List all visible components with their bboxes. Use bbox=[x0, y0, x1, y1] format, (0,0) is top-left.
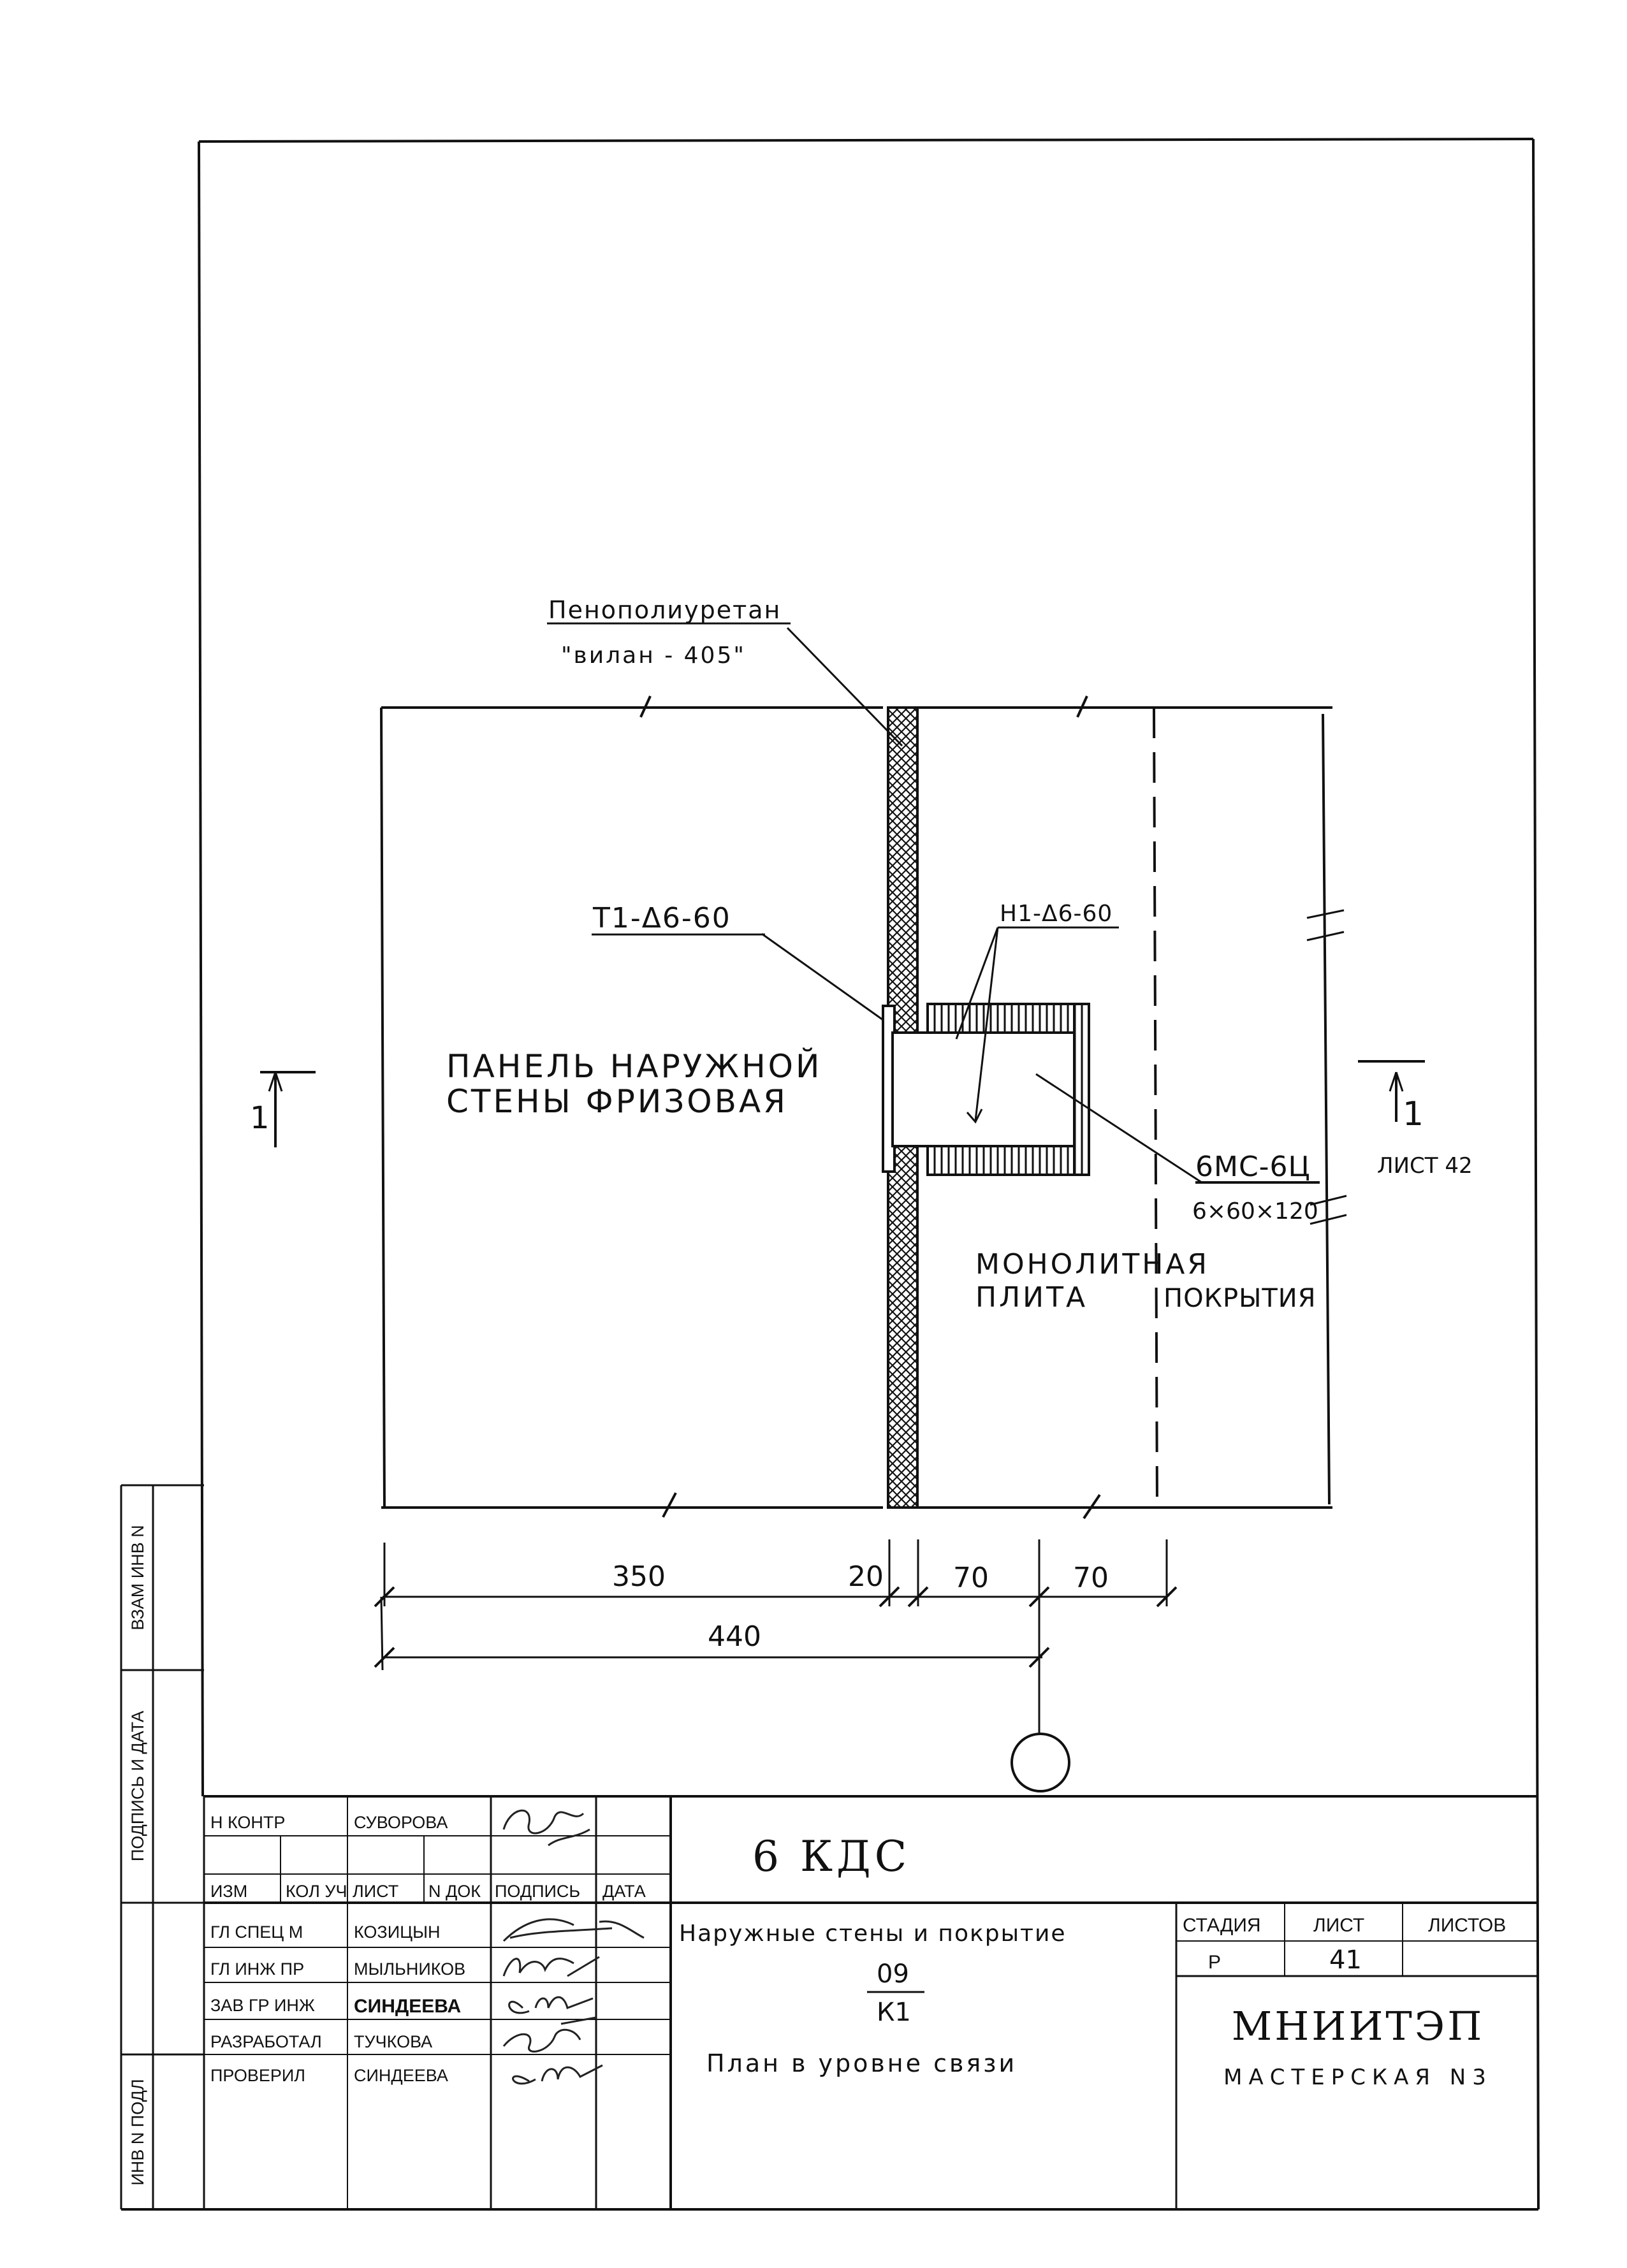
tb-r3-role: ЗАВ ГР ИНЖ bbox=[210, 1996, 315, 2015]
tb-project-code: 6 КДС bbox=[752, 1832, 910, 1881]
dim-20: 20 bbox=[848, 1560, 884, 1593]
tb-h-list: ЛИСТ bbox=[353, 1882, 398, 1901]
tb-stage-value: Р bbox=[1208, 1952, 1221, 1973]
dim-70-a: 70 bbox=[953, 1562, 989, 1594]
tb-workshop: МАСТЕРСКАЯ N3 bbox=[1223, 2065, 1492, 2090]
bracket-size-label: 6×60×120 bbox=[1192, 1198, 1318, 1225]
tb-sheet-title: План в уровне связи bbox=[706, 2049, 1017, 2077]
tb-h-stage: СТАДИЯ bbox=[1183, 1915, 1261, 1936]
signature-r3 bbox=[508, 1996, 594, 2014]
tb-code-top: 09 bbox=[877, 1959, 909, 1989]
tb-r1-role: ГЛ СПЕЦ М bbox=[210, 1923, 303, 1942]
signatures bbox=[502, 1809, 645, 2085]
title-block-grid bbox=[203, 1795, 1538, 2209]
side-stamp-replacement-inv: ВЗАМ ИНВ N bbox=[128, 1525, 147, 1630]
slab-edge-dashed-line bbox=[1153, 707, 1158, 1508]
signature-r5 bbox=[512, 2064, 603, 2085]
tb-h-kol: КОЛ УЧ bbox=[286, 1882, 347, 1901]
slab-label-line1: МОНОЛИТНАЯ bbox=[975, 1248, 1209, 1281]
section-mark-right: 1 ЛИСТ 42 bbox=[1358, 1060, 1473, 1179]
sheet-frame bbox=[120, 138, 1540, 2211]
panel-label-line1: ПАНЕЛЬ НАРУЖНОЙ bbox=[446, 1047, 822, 1085]
signature-r2 bbox=[502, 1956, 600, 1977]
panel-label-line2: СТЕНЫ ФРИЗОВАЯ bbox=[446, 1083, 788, 1120]
slab-label-line3: ПОКРЫТИЯ bbox=[1164, 1284, 1317, 1313]
signature-r4 bbox=[502, 2016, 597, 2053]
tb-r1-name: КОЗИЦЫН bbox=[354, 1923, 441, 1942]
section-right-number: 1 bbox=[1403, 1095, 1424, 1133]
tb-r2-name: МЫЛЬНИКОВ bbox=[354, 1959, 465, 1979]
tb-r4-role: РАЗРАБОТАЛ bbox=[210, 2032, 322, 2051]
tb-r5-name: СИНДЕЕВА bbox=[354, 2066, 448, 2085]
plan-view bbox=[380, 695, 1347, 1520]
tb-r4-name: ТУЧКОВА bbox=[354, 2032, 432, 2051]
dim-350: 350 bbox=[612, 1560, 666, 1593]
signature-r1 bbox=[502, 1918, 645, 1942]
section-right-sheet-ref: ЛИСТ 42 bbox=[1377, 1153, 1473, 1179]
side-stamp: ВЗАМ ИНВ N ПОДПИСЬ И ДАТА ИНВ N ПОДЛ bbox=[128, 1525, 147, 2185]
bracket-mark-label: 6МС-6Ц bbox=[1195, 1151, 1311, 1183]
side-stamp-signature-date: ПОДПИСЬ И ДАТА bbox=[128, 1711, 147, 1861]
signature-n-kontr bbox=[502, 1809, 590, 1847]
insulation-brand-label: "вилан - 405" bbox=[561, 643, 746, 669]
tb-code-bottom: К1 bbox=[877, 1998, 911, 2027]
tb-h-ndok: N ДОК bbox=[428, 1882, 481, 1901]
dim-70-b: 70 bbox=[1073, 1562, 1109, 1594]
tb-n-kontr-role: Н КОНТР bbox=[210, 1813, 285, 1832]
tb-h-sheets: ЛИСТОВ bbox=[1428, 1915, 1506, 1936]
side-stamp-original-inv: ИНВ N ПОДЛ bbox=[128, 2079, 147, 2185]
tb-h-sheet: ЛИСТ bbox=[1313, 1915, 1364, 1936]
insulation-name-label: Пенополиуретан bbox=[548, 596, 781, 624]
tb-r5-role: ПРОВЕРИЛ bbox=[210, 2066, 305, 2085]
title-block-text: Н КОНТР СУВОРОВА ИЗМ КОЛ УЧ ЛИСТ N ДОК П… bbox=[210, 1813, 1506, 2090]
tb-h-data: ДАТА bbox=[602, 1882, 646, 1901]
tb-object-name: Наружные стены и покрытие bbox=[679, 1921, 1067, 1947]
tb-r3-name: СИНДЕЕВА bbox=[354, 1996, 461, 2017]
section-left-number: 1 bbox=[250, 1100, 270, 1136]
tb-n-kontr-name: СУВОРОВА bbox=[354, 1813, 448, 1832]
tie-h1-label: Н1-Δ6-60 bbox=[1000, 901, 1113, 927]
section-mark-left: 1 bbox=[250, 1071, 316, 1147]
callouts: Пенополиуретан "вилан - 405" Т1-Δ6-60 Н1… bbox=[446, 596, 1318, 1314]
dim-440: 440 bbox=[708, 1620, 761, 1653]
tb-h-podpis: ПОДПИСЬ bbox=[495, 1882, 580, 1901]
dimension-lines bbox=[374, 1539, 1178, 1792]
tb-sheet-number: 41 bbox=[1329, 1945, 1362, 1975]
tie-t1-label: Т1-Δ6-60 bbox=[592, 902, 731, 934]
axis-bubble bbox=[1010, 1733, 1070, 1792]
tb-organization: МНИИТЭП bbox=[1232, 2003, 1485, 2049]
tb-r2-role: ГЛ ИНЖ ПР bbox=[210, 1959, 304, 1979]
tb-h-izm: ИЗМ bbox=[210, 1882, 247, 1901]
dimension-values: 350 20 70 70 440 bbox=[612, 1560, 1109, 1653]
leader-lines bbox=[761, 627, 1320, 1184]
steel-bracket bbox=[882, 1003, 1090, 1176]
slab-label-line2: ПЛИТА bbox=[975, 1281, 1088, 1314]
